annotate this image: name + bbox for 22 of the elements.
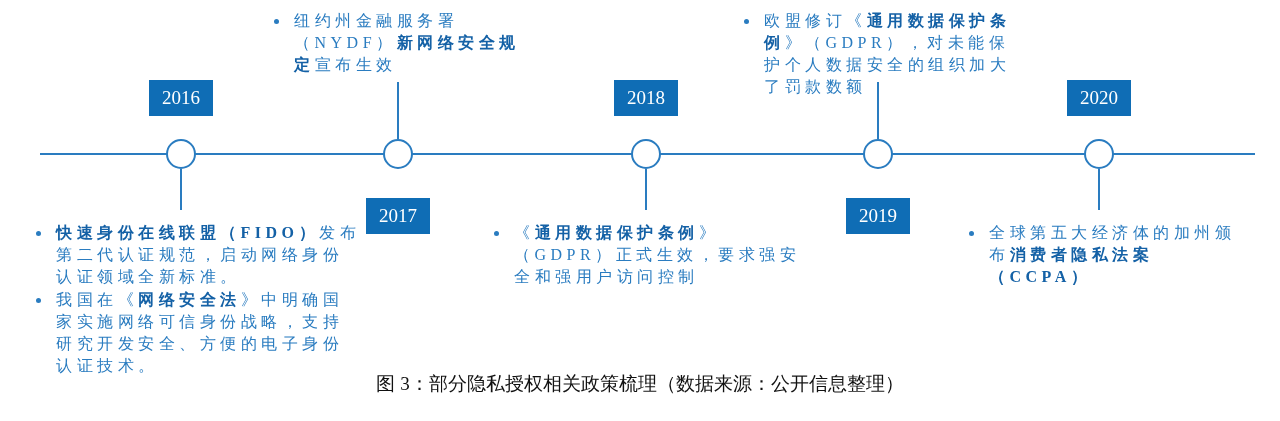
connector-line — [645, 168, 647, 211]
connector-line — [397, 81, 399, 140]
timeline-marker — [166, 139, 196, 169]
year-label: 2018 — [614, 80, 678, 116]
bullet-text: 快速身份在线联盟（FIDO）发布第二代认证规范，启动网络身份认证领域全新标准。 — [30, 222, 360, 288]
bullet-text: 我国在《网络安全法》中明确国家实施网络可信身份战略，支持研究开发安全、方便的电子身份认证技术。 — [30, 289, 360, 377]
bullet-text: 全球第五大经济体的加州颁布消费者隐私法案（CCPA） — [963, 222, 1245, 288]
timeline-marker — [631, 139, 661, 169]
year-label: 2017 — [366, 198, 430, 234]
bullet-text: 欧盟修订《通用数据保护条例》（GDPR），对未能保护个人数据安全的组织加大了罚款数额 — [738, 10, 1023, 98]
connector-line — [877, 81, 879, 140]
connector-line — [180, 168, 182, 211]
year-label: 2019 — [846, 198, 910, 234]
connector-line — [1098, 168, 1100, 211]
timeline-marker — [863, 139, 893, 169]
bullet-text: 《通用数据保护条例》（GDPR）正式生效，要求强安全和强用户访问控制 — [488, 222, 813, 288]
timeline-marker — [383, 139, 413, 169]
bullet-text: 纽约州金融服务署（NYDF）新网络安全规定宣布生效 — [268, 10, 533, 76]
year-label: 2020 — [1067, 80, 1131, 116]
year-label: 2016 — [149, 80, 213, 116]
figure-caption: 图 3：部分隐私授权相关政策梳理（数据来源：公开信息整理） — [376, 372, 904, 396]
timeline-marker — [1084, 139, 1114, 169]
